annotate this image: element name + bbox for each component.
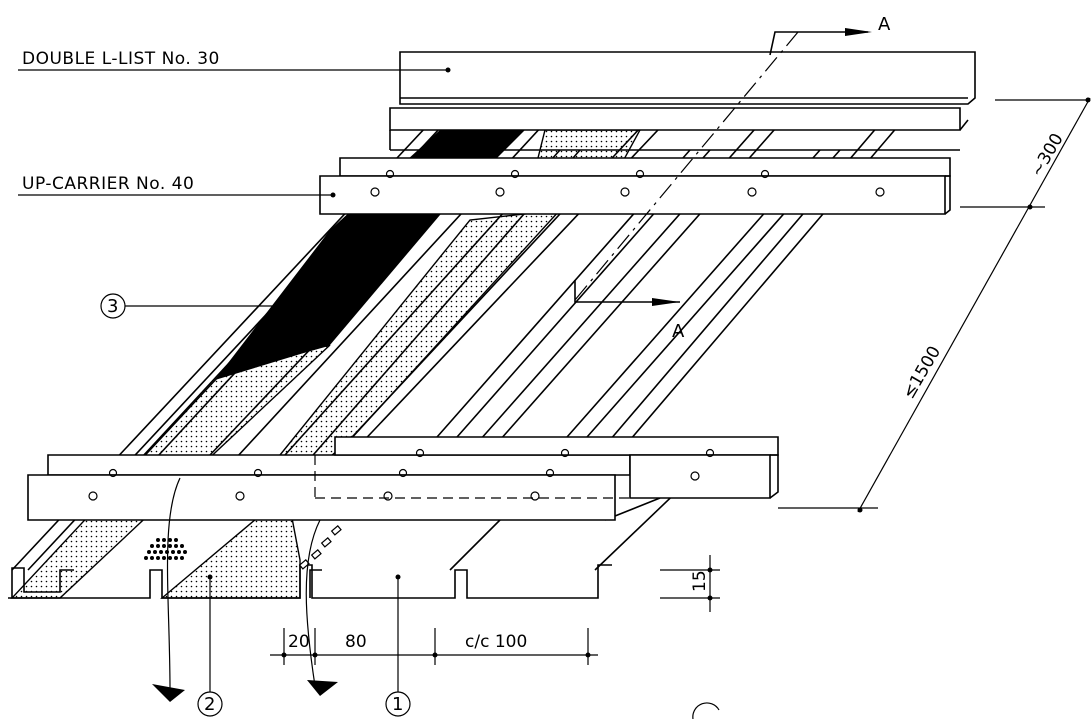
callout-1-text: 1 bbox=[392, 694, 403, 715]
dimension-line-bottom bbox=[270, 628, 598, 665]
dim-15: 15 bbox=[690, 570, 710, 592]
dim-1500: ≤1500 bbox=[899, 343, 945, 403]
dim-80: 80 bbox=[345, 632, 367, 652]
up-carrier-label: UP-CARRIER No. 40 bbox=[22, 174, 194, 194]
up-carrier-bottom bbox=[27, 454, 631, 521]
dim-cc100: c/c 100 bbox=[465, 632, 527, 652]
profile-sections bbox=[8, 564, 612, 599]
up-carrier-top bbox=[319, 157, 951, 215]
flow-arrow-left bbox=[166, 477, 181, 691]
callout-2-text: 2 bbox=[204, 694, 215, 715]
double-l-list bbox=[389, 51, 976, 151]
partial-callout bbox=[692, 702, 720, 719]
callout-3-text: 3 bbox=[107, 296, 118, 317]
dimension-15 bbox=[660, 555, 720, 612]
perforation-dots bbox=[144, 525, 342, 570]
flow-arrow-right bbox=[305, 519, 321, 687]
section-letter-top: A bbox=[878, 14, 891, 35]
up-carrier-right bbox=[314, 436, 779, 499]
dim-300: ~300 bbox=[1027, 130, 1068, 180]
section-line bbox=[574, 28, 872, 306]
section-letter-bottom: A bbox=[672, 321, 685, 342]
dimension-diagonal bbox=[778, 97, 1091, 513]
dim-20: 20 bbox=[288, 632, 310, 652]
l-list-label: DOUBLE L-LIST No. 30 bbox=[22, 49, 220, 69]
